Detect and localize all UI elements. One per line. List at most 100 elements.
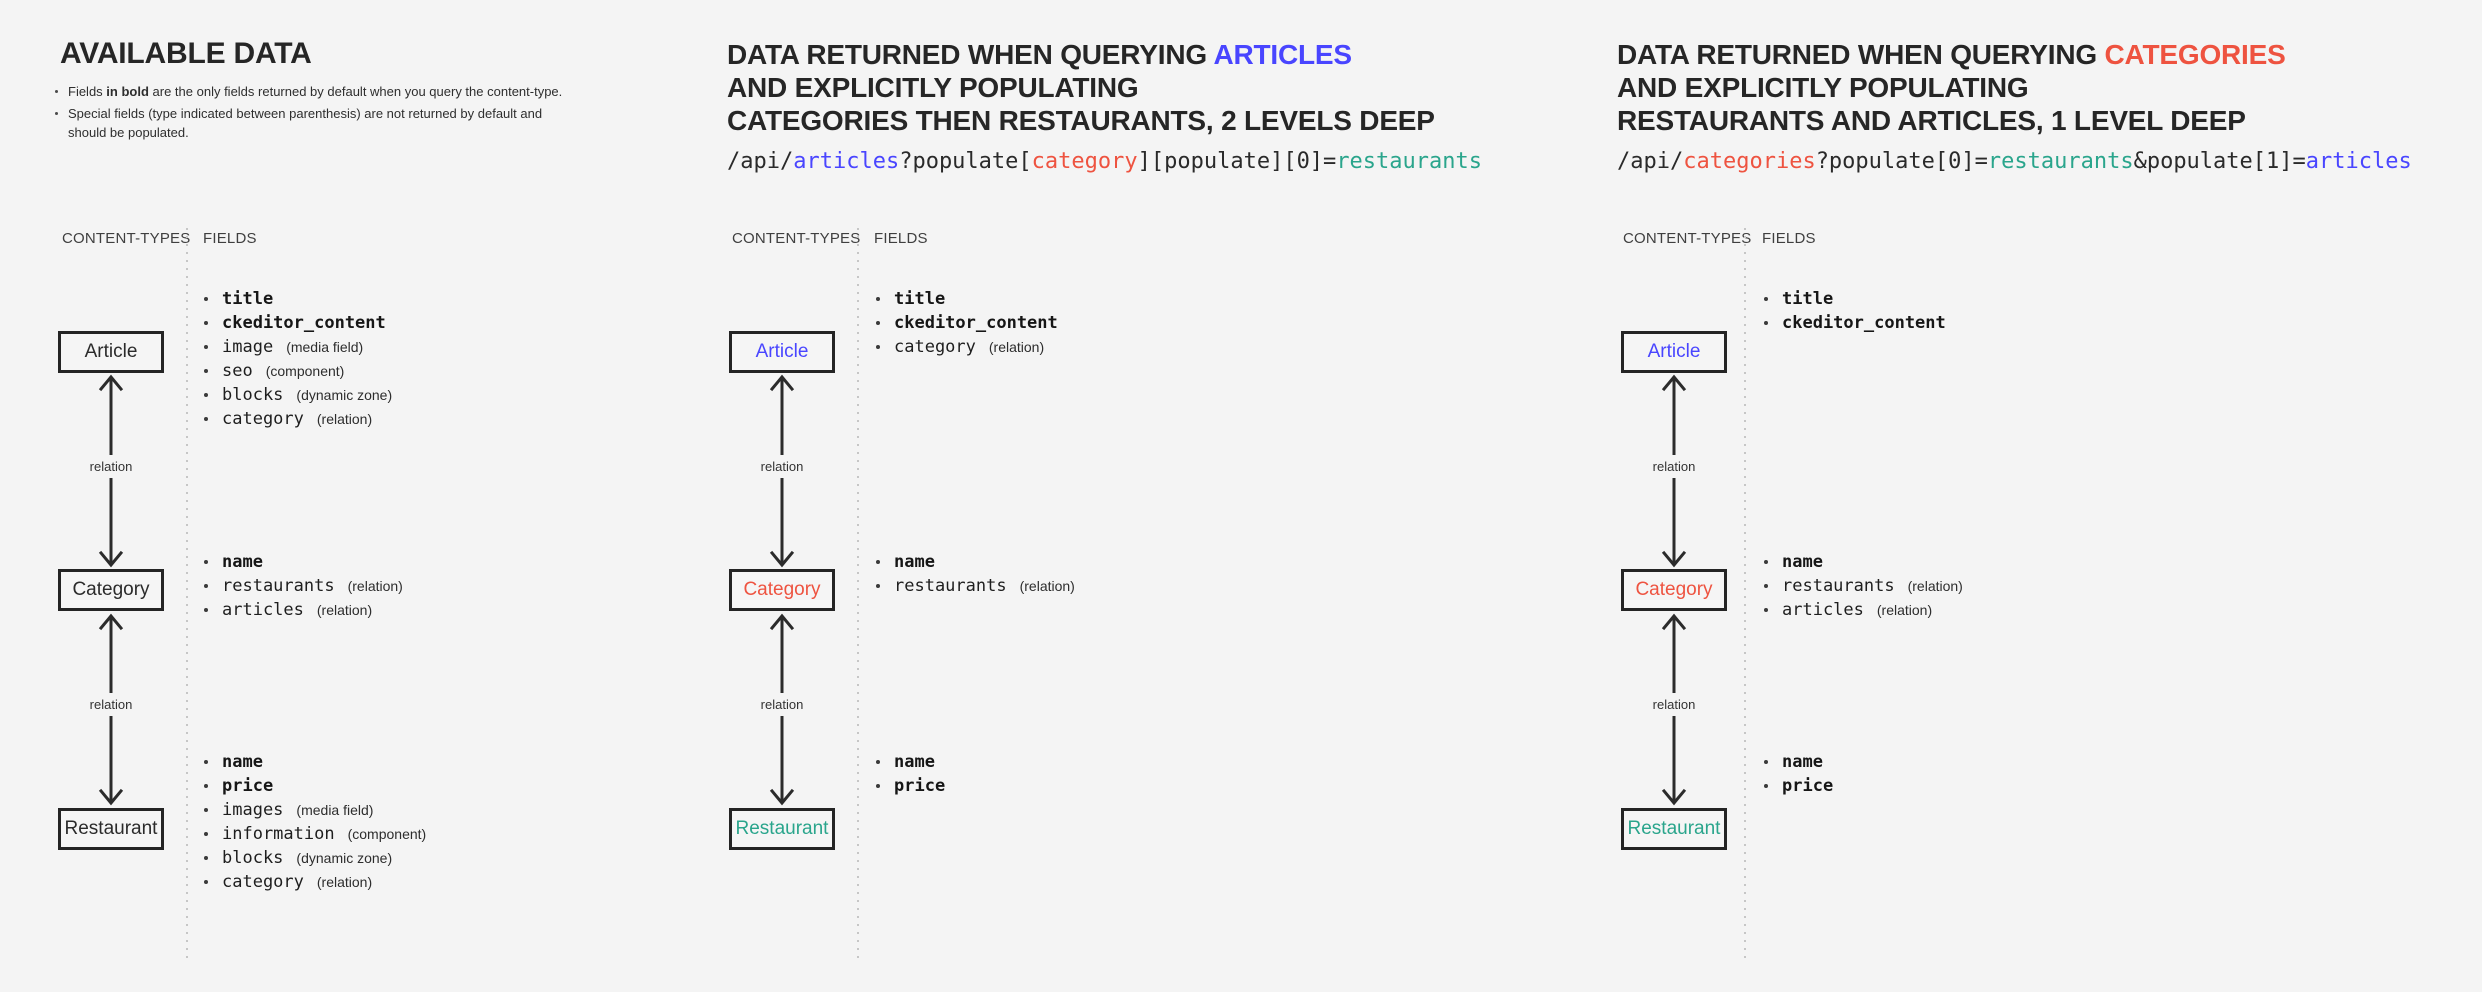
- field-name: title: [894, 289, 946, 309]
- right-panel-title: DATA RETURNED WHEN QUERYING CATEGORIES A…: [1617, 38, 2286, 137]
- bullet-icon: [1764, 760, 1768, 764]
- field-name: image: [222, 337, 274, 357]
- bullet-icon: [204, 584, 208, 588]
- title-line-1: DATA RETURNED WHEN QUERYING CATEGORIES: [1617, 38, 2286, 71]
- note-text: are the only fields returned by default …: [148, 84, 563, 99]
- field-name: price: [894, 776, 946, 796]
- bullet-icon: [204, 560, 208, 564]
- field-name: price: [222, 776, 274, 796]
- field-type-annotation: (relation): [316, 874, 373, 890]
- bullet-icon: [876, 584, 880, 588]
- bullet-icon: [1764, 321, 1768, 325]
- field-row: blocks (dynamic zone): [204, 383, 634, 407]
- title-highlight-categories: CATEGORIES: [2104, 39, 2286, 70]
- field-row: price: [204, 774, 634, 798]
- note-text: Fields: [68, 84, 107, 99]
- bullet-icon: [204, 345, 208, 349]
- available-data-title: AVAILABLE DATA: [60, 37, 312, 70]
- title-line-3: CATEGORIES THEN RESTAURANTS, 2 LEVELS DE…: [727, 105, 1435, 136]
- title-line-2: AND EXPLICITLY POPULATING: [1617, 72, 2029, 103]
- content-types-label: CONTENT-TYPES: [1623, 230, 1752, 247]
- code-segment: ?populate[: [899, 149, 1032, 174]
- field-name: seo: [222, 361, 253, 381]
- bullet-icon: [204, 856, 208, 860]
- bullet-icon: [876, 784, 880, 788]
- field-row: ckeditor_content: [876, 311, 1306, 335]
- field-row: information(component): [204, 822, 634, 846]
- dotted-divider: [857, 228, 859, 958]
- field-name: name: [222, 552, 263, 572]
- bullet-icon: [1764, 608, 1768, 612]
- code-segment-blue: articles: [793, 149, 900, 174]
- field-name: articles: [222, 600, 304, 620]
- field-type-annotation: (component): [265, 363, 345, 379]
- category-box: Category: [58, 569, 164, 611]
- field-name: name: [894, 752, 935, 772]
- article-box-label: Article: [1647, 341, 1701, 362]
- restaurant-fields-list: name price: [876, 750, 1306, 798]
- field-name: name: [894, 552, 935, 572]
- field-type-annotation: (relation): [988, 339, 1045, 355]
- bullet-icon: [204, 608, 208, 612]
- code-segment-blue: articles: [2305, 149, 2412, 174]
- relation-label: relation: [757, 455, 807, 478]
- code-segment: &populate[1]=: [2133, 149, 2306, 174]
- bullet-icon: [1764, 297, 1768, 301]
- content-types-label: CONTENT-TYPES: [732, 230, 861, 247]
- restaurant-box: Restaurant: [58, 808, 164, 850]
- field-name: name: [222, 752, 263, 772]
- relation-label: relation: [1649, 693, 1699, 716]
- field-row: ckeditor_content: [204, 311, 634, 335]
- bullet-icon: [204, 321, 208, 325]
- field-name: category: [222, 409, 304, 429]
- field-name: blocks: [222, 385, 284, 405]
- article-box-label: Article: [755, 341, 809, 362]
- field-row: category(relation): [204, 407, 634, 431]
- field-row: category(relation): [204, 870, 634, 894]
- field-type-annotation: (media field): [296, 802, 374, 818]
- note-text-bold: in bold: [106, 84, 149, 99]
- bullet-icon: [204, 297, 208, 301]
- field-row: articles(relation): [204, 598, 634, 622]
- field-row: title: [204, 287, 634, 311]
- field-type-annotation: (relation): [1019, 578, 1075, 594]
- field-row: seo (component): [204, 359, 634, 383]
- field-row: price: [876, 774, 1306, 798]
- bullet-icon: [55, 112, 58, 115]
- bullet-icon: [204, 417, 208, 421]
- title-text: DATA RETURNED WHEN QUERYING: [727, 39, 1214, 70]
- code-segment-red: category: [1031, 149, 1138, 174]
- code-segment: ][populate][0]=: [1137, 149, 1337, 174]
- restaurant-box-label: Restaurant: [64, 818, 158, 839]
- field-name: blocks: [222, 848, 284, 868]
- title-line-1: DATA RETURNED WHEN QUERYING ARTICLES: [727, 38, 1435, 71]
- code-segment: /api/: [1617, 149, 1684, 174]
- field-row: restaurants(relation): [1764, 574, 2194, 598]
- article-box-label: Article: [84, 341, 138, 362]
- field-row: ckeditor_content: [1764, 311, 2194, 335]
- bullet-icon: [204, 880, 208, 884]
- bullet-icon: [204, 808, 208, 812]
- bullet-icon: [1764, 584, 1768, 588]
- field-name: title: [222, 289, 274, 309]
- restaurant-box: Restaurant: [729, 808, 835, 850]
- bullet-icon: [1764, 560, 1768, 564]
- field-name: price: [1782, 776, 1834, 796]
- code-segment-teal: restaurants: [1336, 149, 1483, 174]
- available-data-notes: Fields in bold are the only fields retur…: [48, 82, 568, 145]
- article-box: Article: [729, 331, 835, 373]
- relation-label: relation: [1649, 455, 1699, 478]
- article-box: Article: [1621, 331, 1727, 373]
- bullet-icon: [204, 832, 208, 836]
- field-row: images(media field): [204, 798, 634, 822]
- note-bold-fields: Fields in bold are the only fields retur…: [48, 82, 568, 101]
- field-row: restaurants (relation): [876, 574, 1306, 598]
- field-row: name: [876, 750, 1306, 774]
- field-name: restaurants: [894, 576, 1007, 596]
- bullet-icon: [204, 784, 208, 788]
- bullet-icon: [1764, 784, 1768, 788]
- field-type-annotation: (dynamic zone): [296, 387, 393, 403]
- field-row: articles(relation): [1764, 598, 2194, 622]
